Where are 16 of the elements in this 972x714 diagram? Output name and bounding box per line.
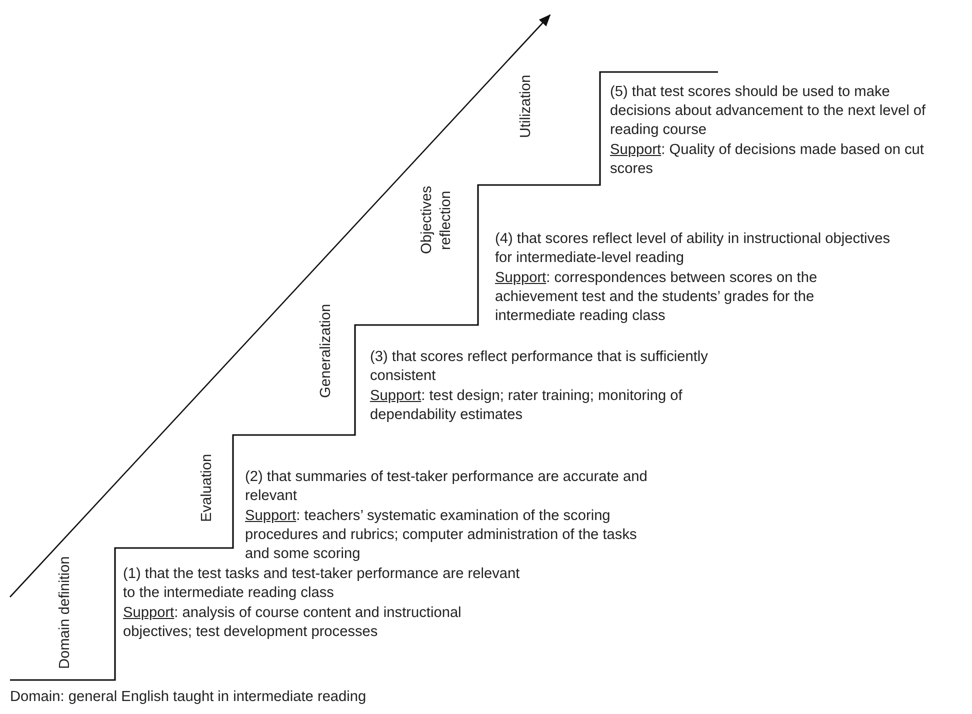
support-text: Support: correspondences between scores on the achievement test and the students’ grades for the intermediate reading class: [495, 269, 818, 326]
step-label: Utilization: [517, 74, 535, 138]
claim-text: (3) that scores reflect performance that is sufficiently consistent: [370, 348, 709, 386]
claim-text: (5) that test scores should be used to make decisions about advancement to the next level of reading course: [610, 83, 927, 140]
step-label: Objectives reflection: [418, 184, 455, 256]
domain-note: Domain: general English taught in intermediate reading: [10, 688, 368, 707]
step-label: Evaluation: [198, 452, 216, 522]
step-label: Generalization: [317, 302, 335, 398]
claim-text: (2) that summaries of test-taker performance are accurate and relevant: [245, 468, 648, 506]
claim-text: (1) that the test tasks and test-taker performance are relevant to the intermediate reading class: [123, 565, 521, 603]
support-text: Support: test design; rater training; monitoring of dependability estimates: [370, 387, 684, 425]
support-text: Support: teachers’ systematic examination of the scoring procedures and rubrics; computer administration of the tasks and some scoring: [245, 507, 638, 564]
step-label: Domain definition: [56, 555, 74, 670]
support-text: Support: Quality of decisions made based on cut scores: [610, 141, 925, 179]
support-text: Support: analysis of course content and instructional objectives; test development processes: [123, 604, 462, 642]
claim-text: (4) that scores reflect level of ability in instructional objectives for intermediate-level reading: [495, 230, 892, 268]
